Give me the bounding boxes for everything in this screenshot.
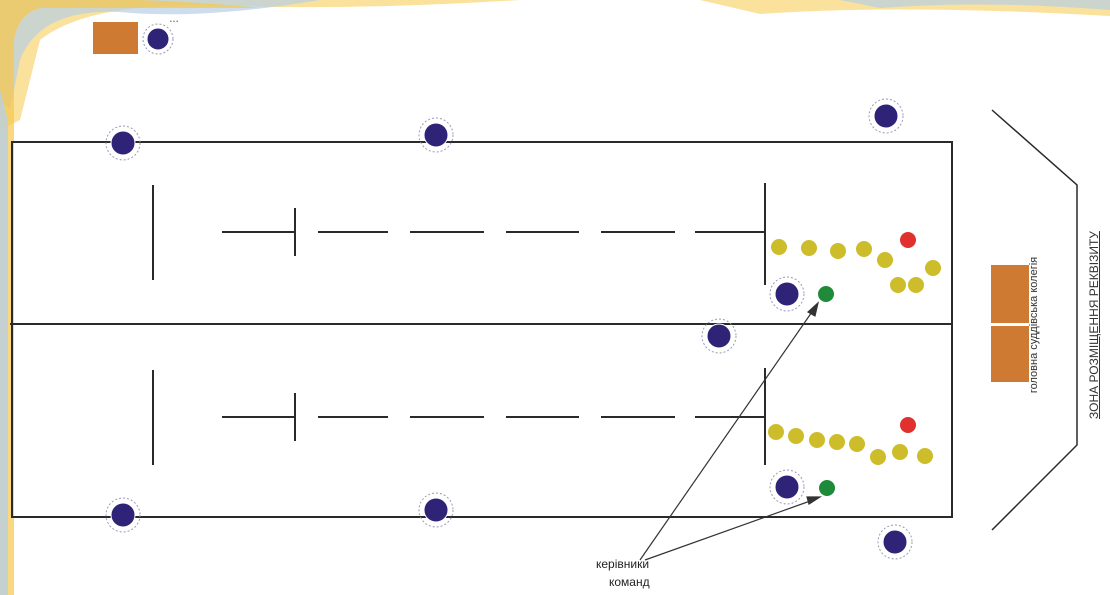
chief-panel-table-1 — [991, 265, 1029, 323]
judge-8 — [110, 502, 136, 528]
judge-1-tag: • • • — [170, 19, 179, 25]
team-1-player — [830, 243, 846, 259]
team-1-player — [890, 277, 906, 293]
requisite-zone-bracket — [991, 109, 1078, 531]
team-1-players — [771, 239, 941, 293]
team-1-player — [877, 252, 893, 268]
team-2-player — [870, 449, 886, 465]
captains-label-line1: керівники — [596, 557, 650, 571]
team-2-captain-green — [819, 480, 835, 496]
team-2-leader-red — [900, 417, 916, 433]
judge-5 — [774, 281, 800, 307]
judge-3 — [423, 122, 449, 148]
captain-pointer-arrows — [639, 301, 823, 561]
field-boundary — [11, 141, 953, 518]
team-1-captain-green — [818, 286, 834, 302]
judge-6 — [706, 323, 732, 349]
team-1-leader-red — [900, 232, 916, 248]
team-2-player — [768, 424, 784, 440]
team-2-player — [829, 434, 845, 450]
team-1-player — [908, 277, 924, 293]
team-1-player — [771, 239, 787, 255]
judges — [110, 27, 908, 555]
judge-4 — [873, 103, 899, 129]
requisite-zone-label: ЗОНА РОЗМІЩЕННЯ РЕКВІЗИТУ — [1087, 231, 1101, 419]
chief-panel-table-2 — [991, 326, 1029, 382]
team-2-player — [849, 436, 865, 452]
team-2-player — [917, 448, 933, 464]
team-1-player — [925, 260, 941, 276]
judge-2 — [110, 130, 136, 156]
lane-2-markings — [152, 368, 766, 465]
lane-1-markings — [152, 183, 766, 285]
team-1-player — [856, 241, 872, 257]
team-1-player — [801, 240, 817, 256]
team-2-player — [788, 428, 804, 444]
judge-7 — [774, 474, 800, 500]
team-2-player — [809, 432, 825, 448]
team-2-players — [768, 424, 933, 465]
judge-10 — [882, 529, 908, 555]
judge-9 — [423, 497, 449, 523]
secretary-table — [93, 22, 138, 54]
judge-1 — [146, 27, 170, 51]
captains-label-line2: команд — [609, 575, 650, 589]
team-2-player — [892, 444, 908, 460]
chief-panel-label: головна суддівська колегія — [1028, 256, 1040, 394]
